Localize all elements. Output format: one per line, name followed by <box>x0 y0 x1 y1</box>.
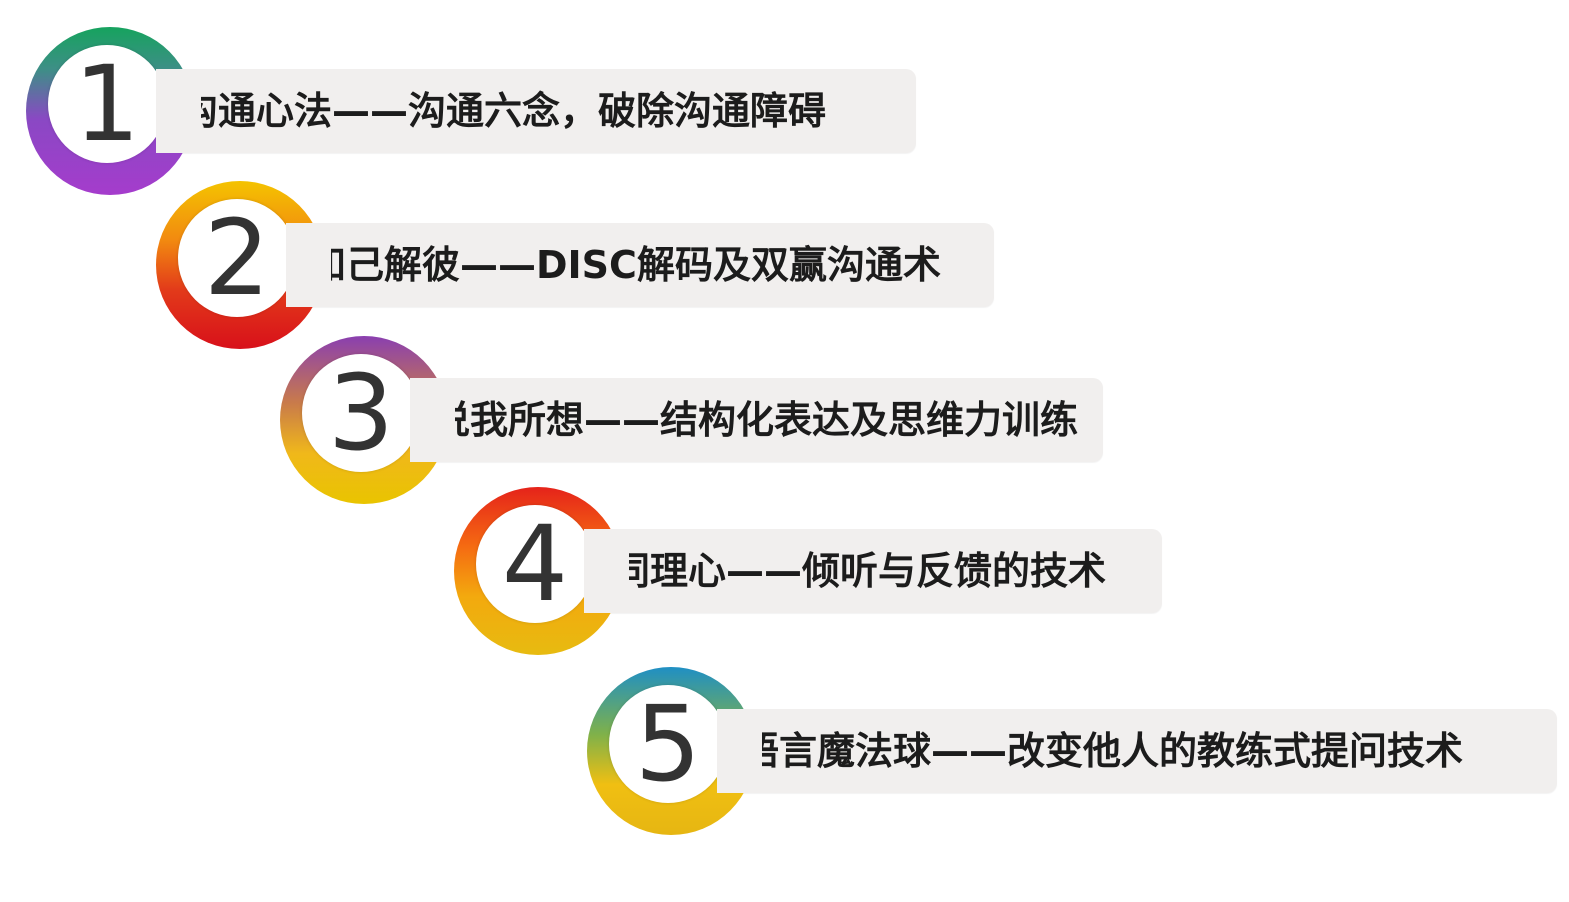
step-1-number: 1 <box>73 43 141 165</box>
step-3-ring-gap <box>410 378 455 462</box>
step-1-bar: 沟通心法——沟通六念，破除沟通障碍 <box>146 69 916 153</box>
step-5-ring-gap <box>717 709 762 793</box>
step-5-label: 语言魔法球——改变他人的教练式提问技术 <box>741 729 1464 773</box>
step-4-label: 同理心——倾听与反馈的技术 <box>612 549 1107 593</box>
step-1-label: 沟通心法——沟通六念，破除沟通障碍 <box>180 89 827 133</box>
step-1-ring-gap <box>156 69 201 153</box>
step-3-number: 3 <box>327 352 395 474</box>
step-2-number: 2 <box>203 197 271 319</box>
step-4-ring-gap <box>584 529 629 613</box>
step-2-ring-gap <box>286 223 331 307</box>
step-5-bar: 语言魔法球——改变他人的教练式提问技术 <box>707 709 1557 793</box>
step-3-label: 说我所想——结构化表达及思维力训练 <box>432 398 1079 442</box>
step-4-number: 4 <box>501 503 569 625</box>
step-5-number: 5 <box>634 683 702 805</box>
step-4-ring <box>454 487 622 655</box>
step-3-bar: 说我所想——结构化表达及思维力训练 <box>400 378 1103 462</box>
step-5-ring <box>587 667 755 835</box>
step-2-label: 知己解彼——DISC解码及双赢沟通术 <box>308 243 941 287</box>
step-4-bar: 同理心——倾听与反馈的技术 <box>574 529 1162 613</box>
step-2-bar: 知己解彼——DISC解码及双赢沟通术 <box>276 223 994 307</box>
